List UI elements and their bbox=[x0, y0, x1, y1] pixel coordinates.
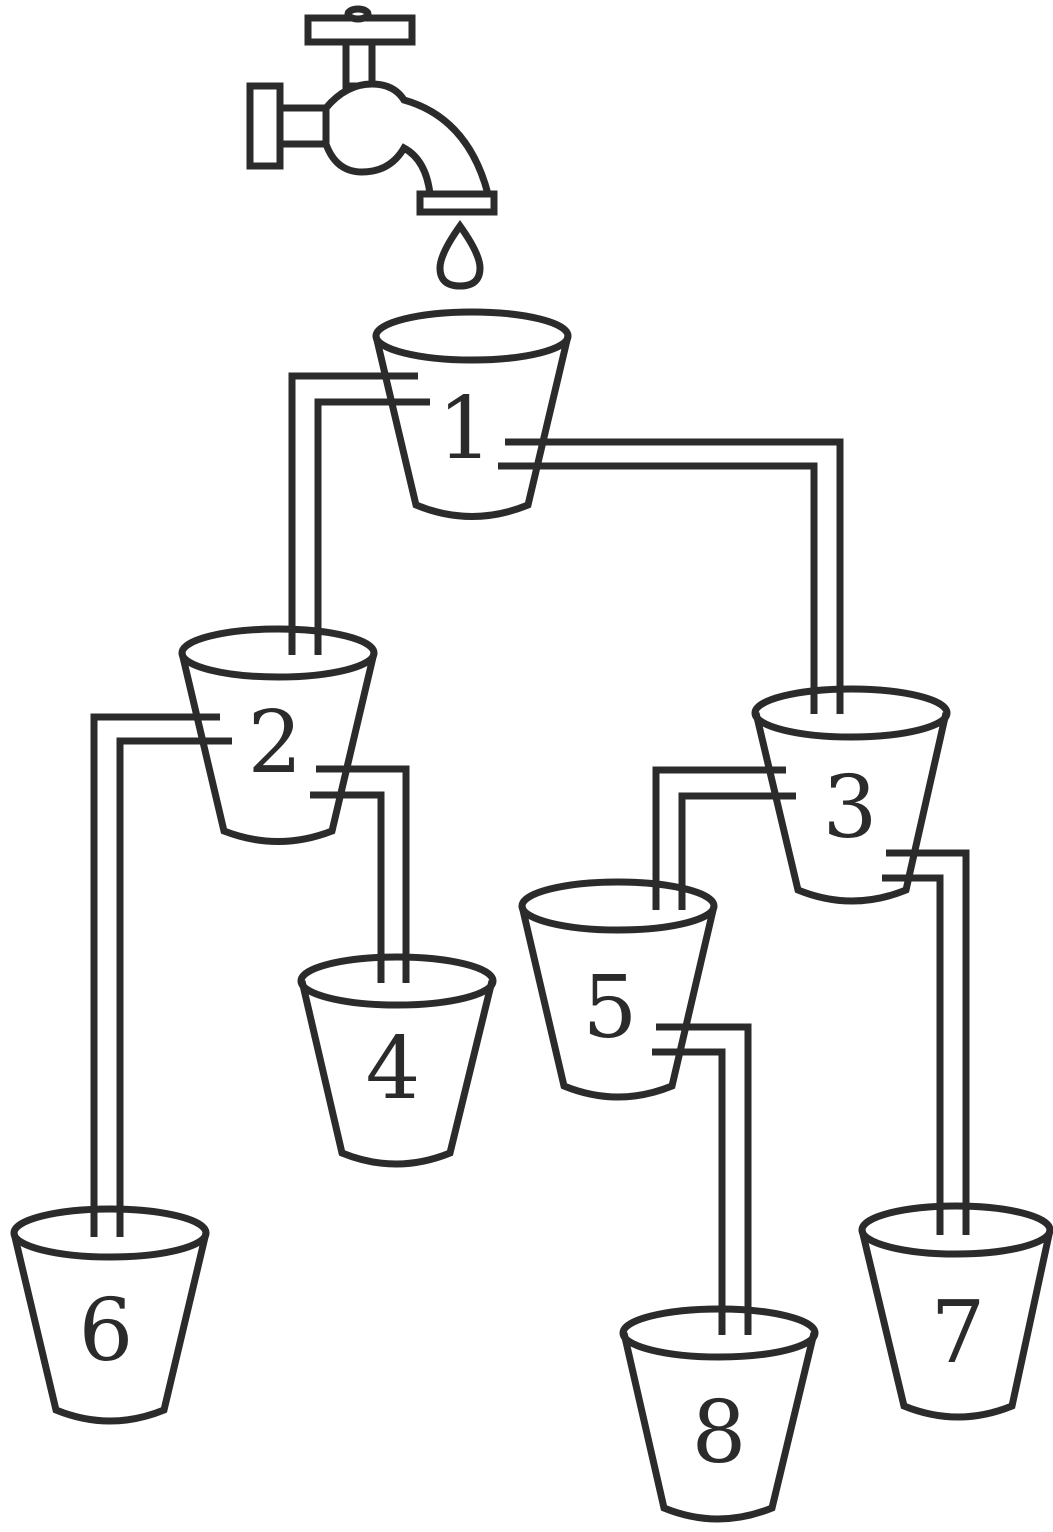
pipe-1-to-2 bbox=[292, 376, 430, 655]
pipe-5-to-8 bbox=[652, 1027, 748, 1335]
bucket-7: 7 bbox=[862, 1206, 1050, 1417]
bucket-7-label: 7 bbox=[931, 1283, 986, 1383]
pipe-3-to-7 bbox=[882, 853, 966, 1235]
bucket-4-label: 4 bbox=[366, 1019, 421, 1119]
faucet-icon bbox=[250, 9, 494, 212]
water-drop-icon bbox=[440, 226, 480, 286]
pipe-1-to-3 bbox=[498, 442, 840, 714]
bucket-6: 6 bbox=[14, 1209, 206, 1421]
bucket-2: 2 bbox=[182, 629, 374, 842]
bucket-6-label: 6 bbox=[79, 1281, 134, 1381]
pipe-2-to-4 bbox=[310, 769, 406, 983]
bucket-1: 1 bbox=[376, 312, 568, 517]
bucket-8: 8 bbox=[623, 1309, 815, 1519]
buckets: 1 2 3 4 5 6 bbox=[14, 312, 1050, 1519]
bucket-1-label: 1 bbox=[438, 379, 493, 479]
bucket-8-label: 8 bbox=[692, 1383, 747, 1483]
bucket-3-label: 3 bbox=[823, 758, 878, 858]
bucket-5: 5 bbox=[522, 882, 714, 1097]
bucket-2-label: 2 bbox=[248, 693, 303, 793]
pipe-2-to-6 bbox=[94, 717, 232, 1237]
bucket-4: 4 bbox=[301, 957, 493, 1164]
bucket-5-label: 5 bbox=[583, 958, 638, 1058]
